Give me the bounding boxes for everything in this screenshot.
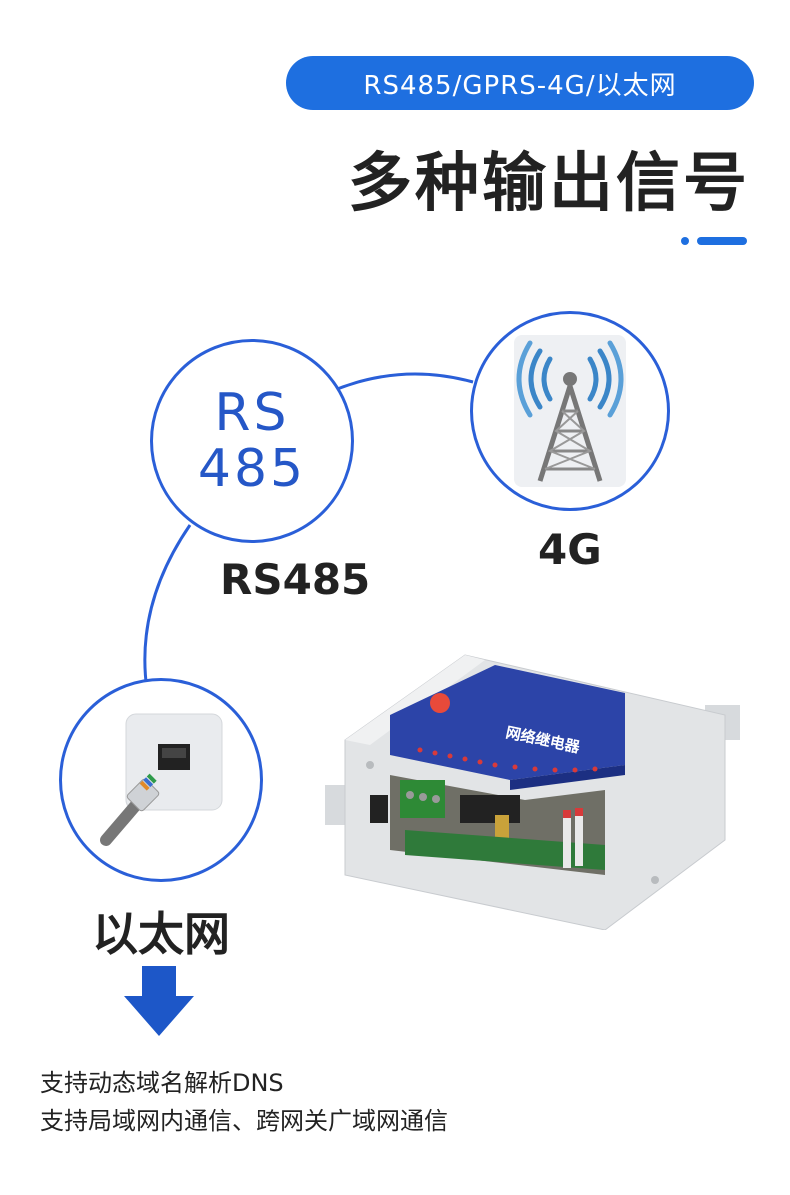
ethernet-label: 以太网 — [92, 907, 230, 961]
rs485-label: RS485 — [220, 555, 371, 604]
g4-circle — [470, 311, 670, 511]
rs485-circle: RS 485 — [150, 339, 354, 543]
down-arrow-icon — [124, 966, 194, 1036]
rs485-icon: RS 485 — [198, 385, 306, 497]
protocol-pill: RS485/GPRS-4G/以太网 — [286, 56, 754, 110]
signal-tower-icon — [514, 335, 626, 487]
feature-list: 支持动态域名解析DNS 支持局域网内通信、跨网关广域网通信 — [40, 1064, 448, 1140]
page-title: 多种输出信号 — [348, 147, 750, 221]
feature-item: 支持局域网内通信、跨网关广域网通信 — [40, 1107, 448, 1135]
accent-dot — [681, 237, 689, 245]
rs485-icon-line1: RS — [214, 383, 290, 443]
network-relay-device: 网络继电器 — [325, 654, 740, 930]
connector-rs-to-ethernet — [143, 524, 192, 691]
ethernet-circle — [59, 678, 263, 882]
protocol-pill-text: RS485/GPRS-4G/以太网 — [363, 70, 677, 101]
connector-rs-to-4g — [329, 372, 474, 394]
feature-item: 支持动态域名解析DNS — [40, 1069, 284, 1097]
g4-label: 4G — [538, 525, 602, 574]
accent-bar — [697, 237, 747, 245]
rs485-icon-line2: 485 — [197, 439, 307, 499]
ethernet-port-icon — [100, 713, 223, 846]
